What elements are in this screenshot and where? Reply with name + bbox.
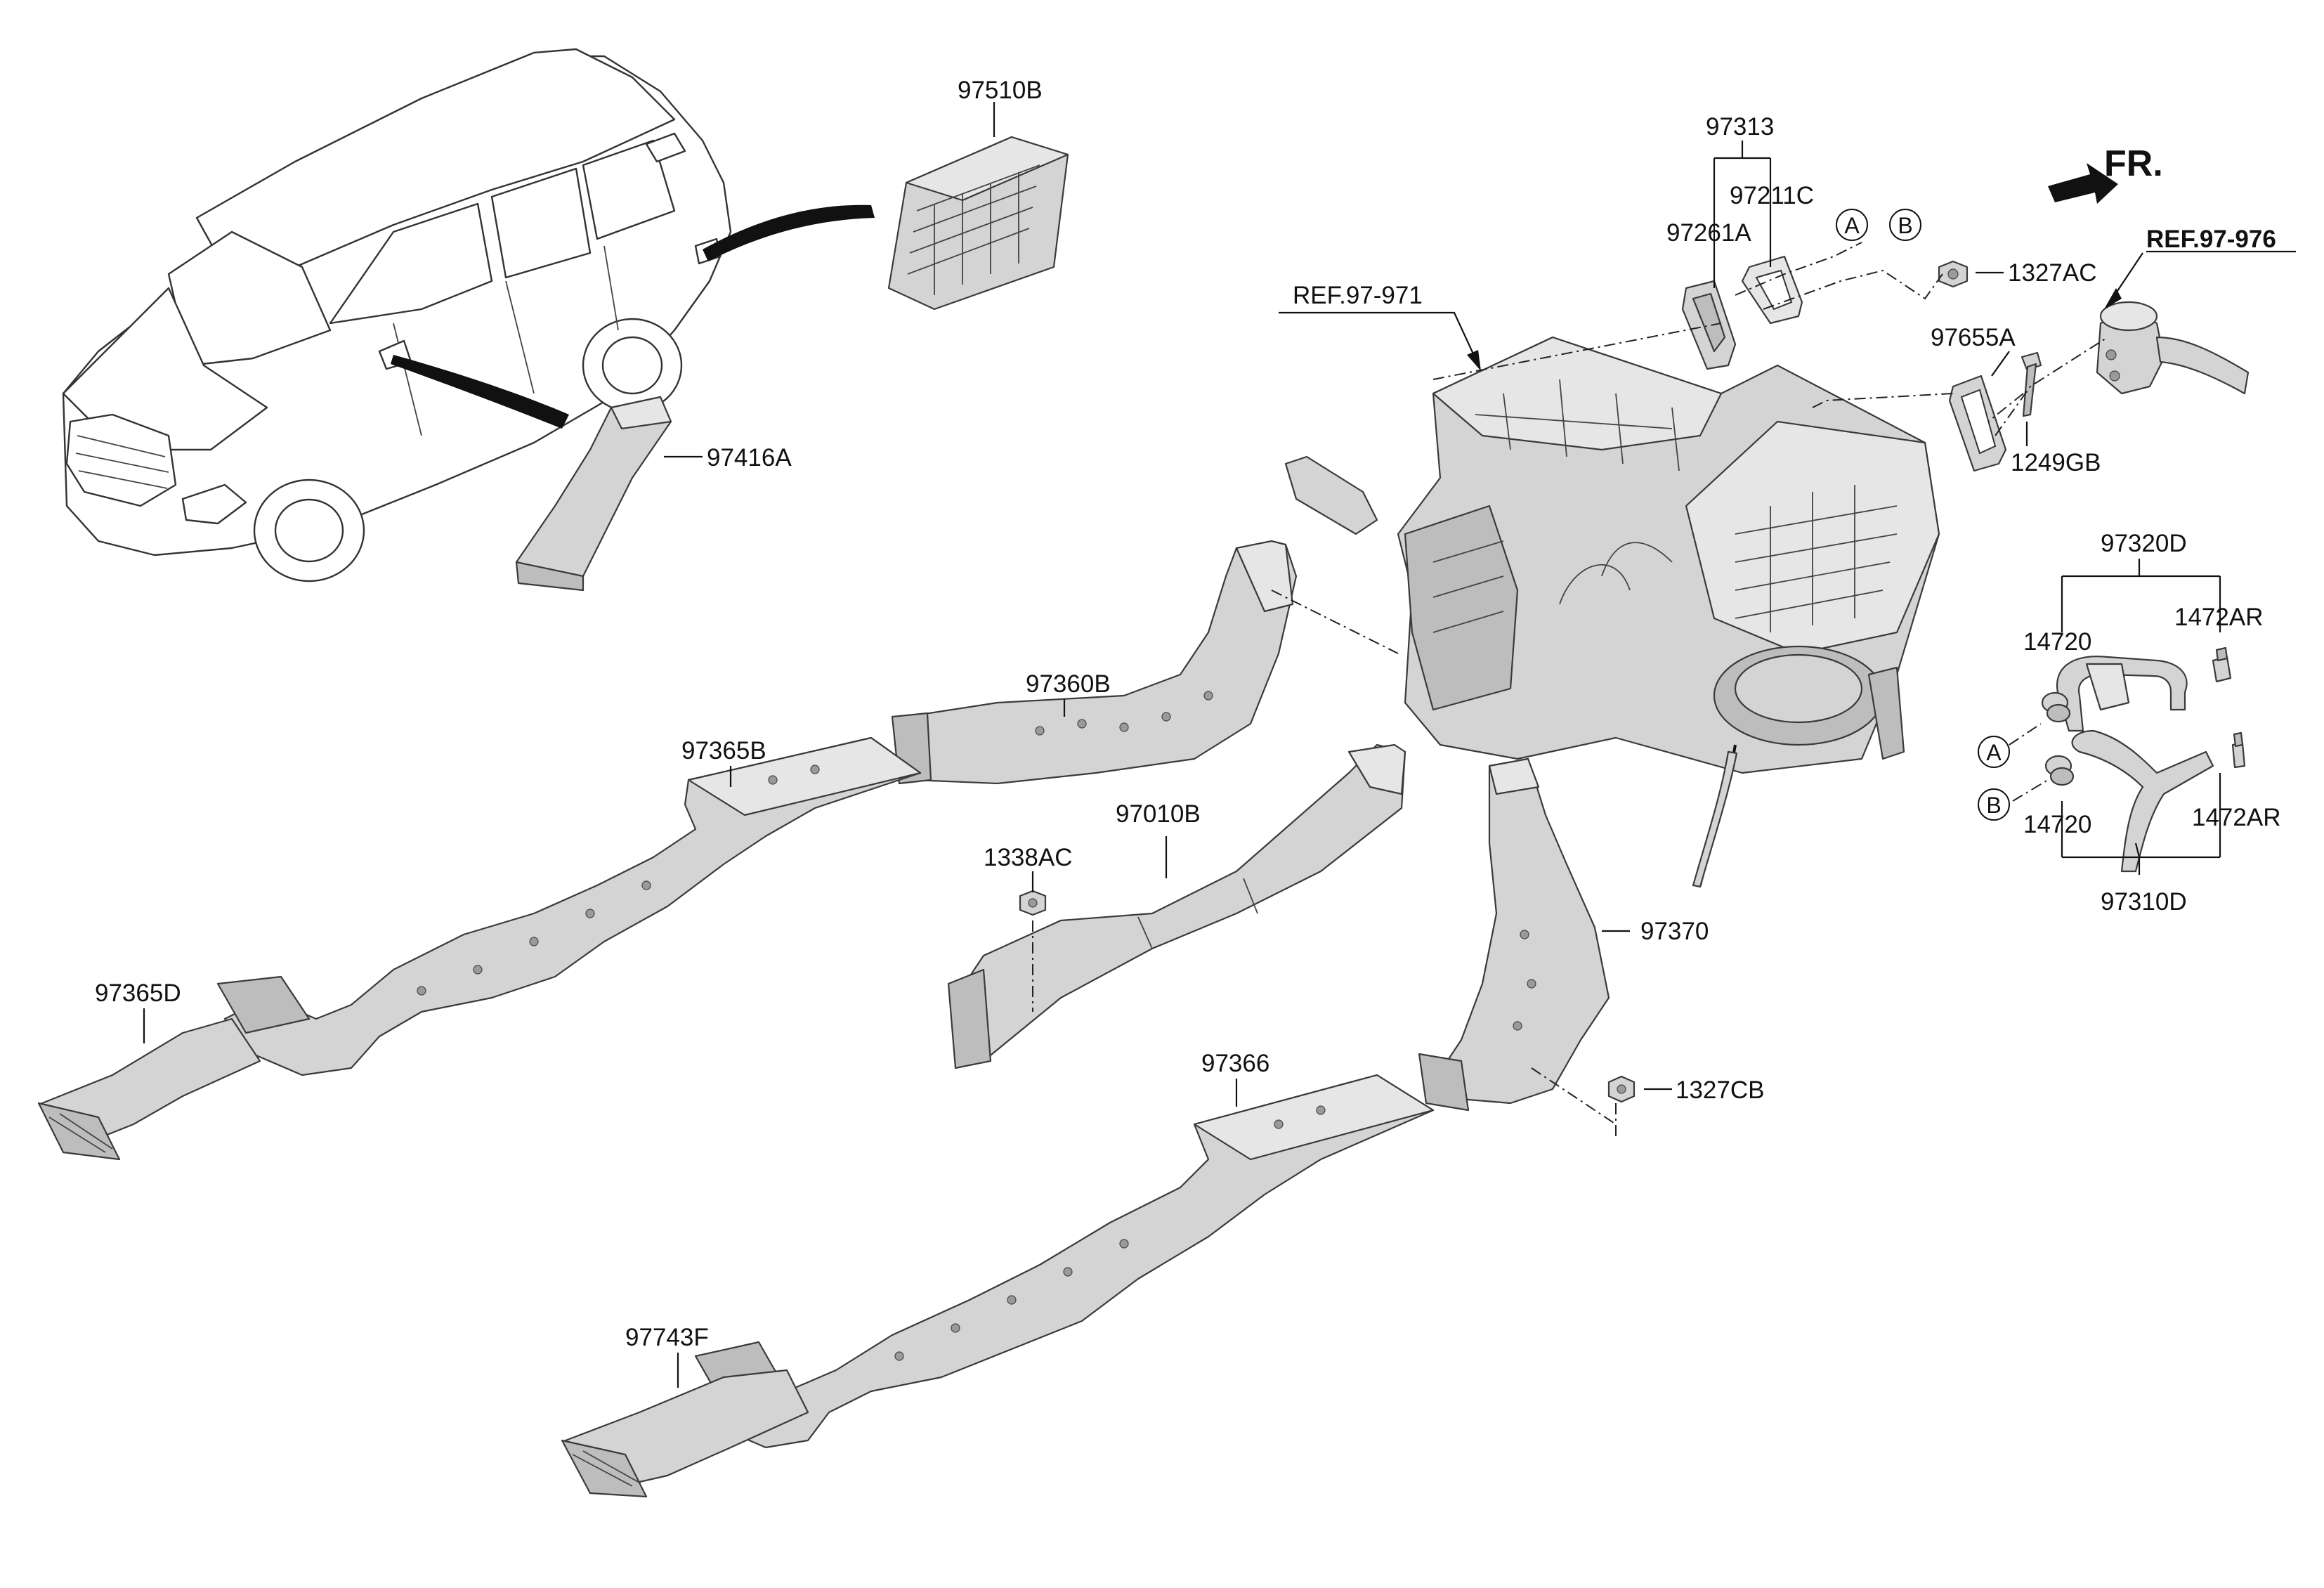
label-97313: 97313 <box>1706 113 1774 141</box>
nut-1327CB <box>1607 1075 1636 1103</box>
svg-text:A: A <box>1986 740 2002 765</box>
label-97365B: 97365B <box>681 737 766 764</box>
nut-1338AC <box>1019 890 1047 916</box>
label-1472AR-top: 1472AR <box>2174 604 2263 631</box>
duct-97370 <box>1418 757 1610 1112</box>
label-97365D: 97365D <box>95 980 181 1007</box>
front-arrow-icon <box>2048 163 2118 204</box>
vehicle-illustration <box>62 48 732 583</box>
label-97320D: 97320D <box>2101 530 2187 557</box>
marker-b-top: B <box>1889 209 1921 241</box>
label-97743F: 97743F <box>625 1324 709 1351</box>
fitting-1472AR-bottom <box>2231 731 2246 769</box>
label-97370: 97370 <box>1640 918 1709 945</box>
label-97366: 97366 <box>1201 1050 1269 1077</box>
label-97310D: 97310D <box>2101 888 2187 916</box>
hose-97320D <box>2056 656 2188 732</box>
label-1327CB: 1327CB <box>1676 1076 1764 1104</box>
bolt-1249GB <box>2021 351 2042 417</box>
svg-text:A: A <box>1844 213 1860 238</box>
o-ring-14720-top <box>2041 691 2071 723</box>
gasket-97211C <box>1741 255 1803 325</box>
label-97261A: 97261A <box>1666 219 1751 247</box>
label-97211C: 97211C <box>1730 182 1814 209</box>
side-duct-97416A <box>515 396 672 592</box>
label-1472AR-bottom: 1472AR <box>2192 804 2280 831</box>
label-1249GB: 1249GB <box>2011 449 2101 476</box>
duct-97366 <box>694 1074 1435 1449</box>
nut-1327AC <box>1938 260 1969 288</box>
rear-vent-pointer <box>703 204 875 261</box>
label-97360B: 97360B <box>1026 670 1111 698</box>
duct-97360B <box>891 540 1298 785</box>
outlet-97743F <box>561 1369 809 1498</box>
label-14720-top: 14720 <box>2023 628 2091 656</box>
label-97655A: 97655A <box>1931 324 2016 351</box>
duct-97010B <box>947 743 1406 1069</box>
label-97510B: 97510B <box>958 77 1043 104</box>
marker-a-top: A <box>1836 209 1868 241</box>
gasket-97655A <box>1948 375 2007 472</box>
leader-lines <box>143 102 2221 1388</box>
marker-b-left: B <box>1978 788 2010 821</box>
side-duct-pointer <box>391 355 569 429</box>
o-ring-14720-bottom <box>2044 755 2075 786</box>
svg-text:B: B <box>1898 213 1912 238</box>
gasket-97261A <box>1681 280 1737 370</box>
label-14720-bottom: 14720 <box>2023 811 2091 838</box>
svg-text:B: B <box>1986 793 2001 818</box>
vent-grille-97510B <box>887 136 1069 311</box>
expansion-valve-ref-97-976 <box>2096 301 2250 395</box>
front-indicator-label: FR. <box>2104 143 2163 184</box>
duct-97365B <box>216 736 922 1076</box>
fitting-1472AR-top <box>2212 646 2232 683</box>
label-97010B: 97010B <box>1116 800 1201 828</box>
hose-97310D <box>2071 729 2214 873</box>
ref-97-971-label: REF.97-971 <box>1293 282 1423 309</box>
label-97416A: 97416A <box>707 444 792 471</box>
label-1338AC: 1338AC <box>984 844 1072 871</box>
marker-a-left: A <box>1978 736 2010 768</box>
ref-97-976-label: REF.97-976 <box>2146 226 2276 253</box>
assembly-dash-lines <box>1032 242 2108 1138</box>
label-1327AC: 1327AC <box>2008 259 2096 287</box>
outlet-97365D <box>37 1017 261 1161</box>
